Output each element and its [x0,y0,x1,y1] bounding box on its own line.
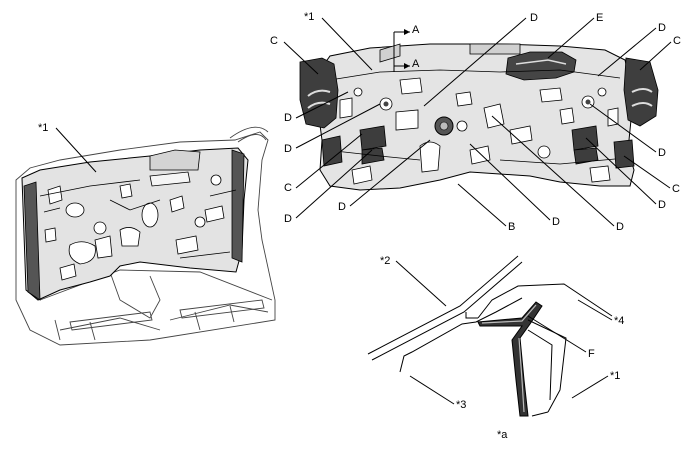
label-d-bottom-2: D [552,216,560,228]
label-star1-left: *1 [38,122,48,134]
label-star1-top: *1 [304,11,314,23]
label-b: B [508,221,515,233]
label-star1-detail: *1 [610,370,620,382]
label-c-top-left: C [270,35,278,47]
label-e: E [596,12,603,24]
label-star-a: *a [497,429,508,441]
label-d-left-1: D [284,112,292,124]
section-detail-view: *2 *4 F *1 *3 *a [367,255,624,441]
vehicle-interior-view: *1 [15,122,276,346]
label-a-top: A [412,24,420,36]
label-c-top-right: C [673,35,681,47]
top-labels: *1 A A D E D C C D D C D D B D D D C D [270,11,681,233]
label-d-bottom-3: D [616,221,624,233]
label-d-left-2: D [284,143,292,155]
part-f-seal [477,301,543,417]
silencer-part-view [299,29,659,191]
label-star4: *4 [614,315,624,327]
label-d-top-right: D [658,22,666,34]
label-c-right-mid: C [672,183,680,195]
label-a-bottom: A [412,58,420,70]
label-d-bottom-1: D [338,201,346,213]
label-f: F [588,348,595,360]
part-c-right [623,57,659,127]
label-c-left-mid: C [284,182,292,194]
part-c-left [299,57,339,129]
label-d-right-2: D [658,199,666,211]
label-d-left-3: D [284,213,292,225]
label-d-top: D [530,12,538,24]
label-star2: *2 [380,255,390,267]
label-star3: *3 [456,399,466,411]
label-d-right-1: D [658,147,666,159]
